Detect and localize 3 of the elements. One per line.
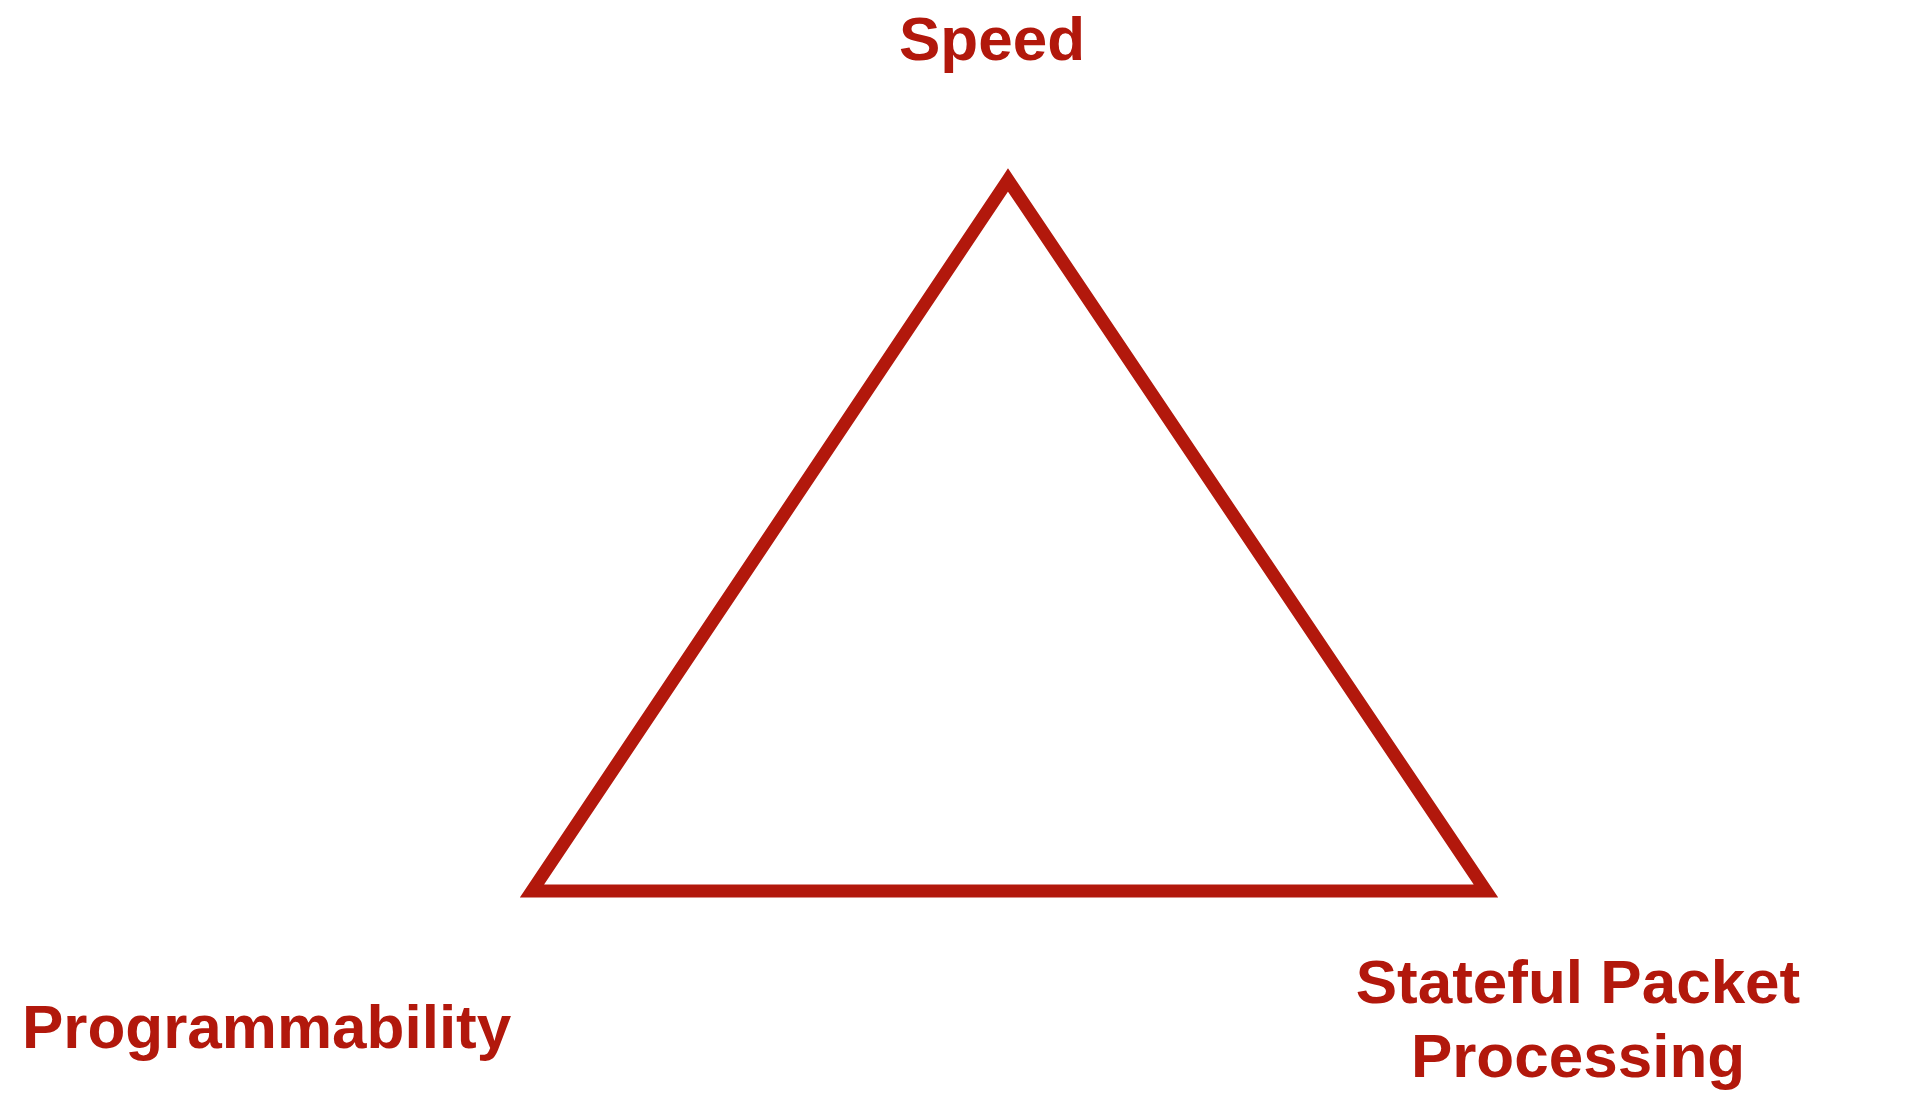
corner-label: Speed	[898, 3, 1086, 75]
corner-label: Programmability	[22, 991, 512, 1063]
corner-label: Stateful Packet Processing	[1354, 946, 1802, 1093]
